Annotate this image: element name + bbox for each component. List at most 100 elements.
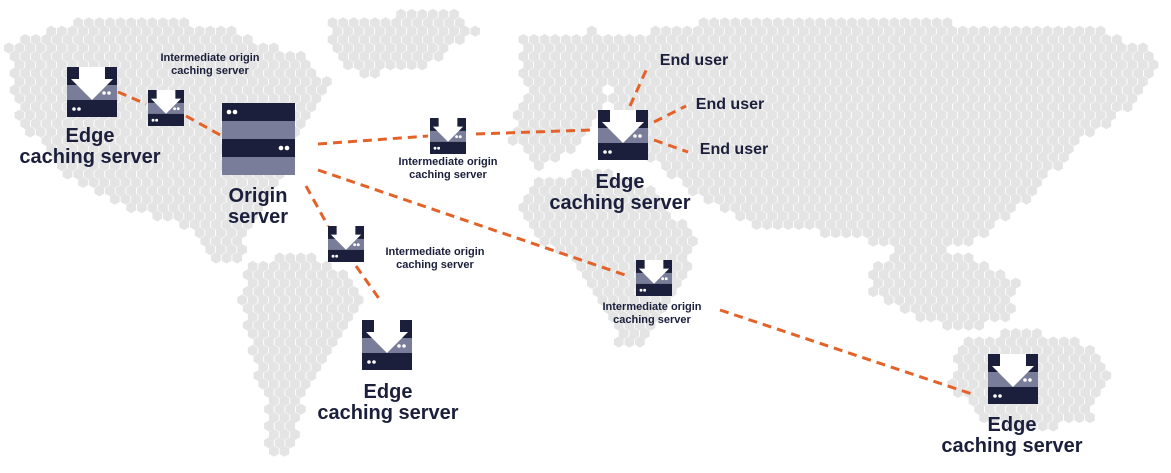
map-hex-cell <box>534 92 544 104</box>
edge-label-line1: Edge <box>595 171 645 193</box>
map-hex-cell <box>343 59 353 71</box>
map-hex-cell <box>857 168 868 180</box>
map-hex-cell <box>46 59 57 71</box>
map-hex-cell <box>327 269 338 281</box>
map-hex-cell <box>1042 143 1053 155</box>
map-hex-cell <box>942 319 953 331</box>
map-hex-cell <box>883 210 894 222</box>
map-hex-cell <box>762 118 772 130</box>
map-hex-cell <box>830 126 841 138</box>
map-hex-cell <box>841 176 852 188</box>
map-hex-cell <box>370 34 380 46</box>
map-hex-cell <box>364 25 375 37</box>
map-hex-cell <box>401 34 412 46</box>
map-hex-cell <box>905 92 915 104</box>
map-hex-cell <box>974 202 984 214</box>
map-hex-cell <box>953 252 963 264</box>
map-hex-cell <box>1016 134 1027 146</box>
map-hex-cell <box>989 59 1000 71</box>
map-hex-cell <box>841 76 852 88</box>
map-hex-cell <box>290 328 300 340</box>
map-hex-cell <box>788 76 799 88</box>
map-hex-cell <box>99 42 110 54</box>
map-hex-cell <box>995 34 1006 46</box>
map-hex-cell <box>921 151 931 163</box>
map-hex-cell <box>1000 160 1011 172</box>
map-hex-cell <box>703 42 714 54</box>
map-hex-cell <box>285 437 295 449</box>
map-hex-cell <box>205 59 216 71</box>
map-hex-cell <box>703 92 714 104</box>
map-hex-cell <box>603 202 613 214</box>
map-hex-cell <box>794 118 804 130</box>
map-hex-cell <box>518 34 529 46</box>
map-hex-cell <box>94 134 105 146</box>
map-hex-cell <box>221 185 232 197</box>
map-hex-cell <box>724 92 735 104</box>
map-hex-cell <box>582 185 592 197</box>
map-hex-cell <box>1069 50 1080 62</box>
map-hex-cell <box>947 176 958 188</box>
map-hex-cell <box>211 151 221 163</box>
map-hex-cell <box>1037 67 1048 79</box>
edge-label-line1: Edge <box>65 125 115 147</box>
map-hex-cell <box>242 202 253 214</box>
map-hex-cell <box>926 227 936 239</box>
map-hex-cell <box>1000 294 1011 306</box>
map-hex-cell <box>1138 59 1148 71</box>
map-hex-cell <box>889 218 900 230</box>
map-hex-cell <box>624 67 635 79</box>
map-hex-cell <box>783 134 794 146</box>
map-hex-cell <box>163 143 173 155</box>
map-hex-cell <box>1085 126 1095 138</box>
map-hex-cell <box>958 378 968 390</box>
map-hex-cell <box>1080 370 1090 382</box>
map-hex-cell <box>1042 160 1053 172</box>
map-hex-cell <box>608 294 618 306</box>
map-hex-cell <box>666 67 677 79</box>
map-hex-cell <box>1006 403 1016 415</box>
map-hex-cell <box>184 143 194 155</box>
map-hex-cell <box>788 92 799 104</box>
map-hex-cell <box>406 59 417 71</box>
map-hex-cell <box>900 269 910 281</box>
map-hex-cell <box>105 34 115 46</box>
map-hex-cell <box>645 101 656 113</box>
map-hex-cell <box>1000 92 1011 104</box>
map-hex-cell <box>931 67 942 79</box>
map-hex-cell <box>900 67 910 79</box>
map-hex-cell <box>1090 353 1101 365</box>
map-hex-cell <box>783 202 794 214</box>
map-hex-cell <box>703 126 714 138</box>
map-hex-cell <box>158 50 168 62</box>
map-hex-cell <box>295 118 306 130</box>
map-hex-cell <box>968 294 979 306</box>
map-hex-cell <box>1037 420 1048 432</box>
map-hex-cell <box>512 126 523 138</box>
map-hex-cell <box>989 76 1000 88</box>
map-hex-cell <box>724 59 735 71</box>
map-hex-cell <box>984 50 995 62</box>
map-hex-cell <box>306 252 317 264</box>
map-hex-cell <box>35 59 46 71</box>
map-hex-cell <box>1133 84 1143 96</box>
map-hex-cell <box>666 50 677 62</box>
map-hex-cell <box>226 210 237 222</box>
map-hex-cell <box>968 92 979 104</box>
map-hex-cell <box>136 101 147 113</box>
map-hex-cell <box>184 210 194 222</box>
edge-label-line1: Edge <box>363 381 413 403</box>
map-hex-cell <box>905 25 915 37</box>
map-hex-cell <box>560 202 571 214</box>
map-hex-cell <box>285 302 295 314</box>
map-hex-cell <box>878 185 889 197</box>
map-hex-cell <box>258 92 269 104</box>
map-hex-cell <box>873 59 883 71</box>
map-hex-cell <box>529 34 539 46</box>
map-hex-cell <box>295 252 306 264</box>
map-hex-cell <box>640 76 650 88</box>
map-hex-cell <box>995 67 1006 79</box>
map-hex-cell <box>618 176 629 188</box>
map-hex-cell <box>862 143 873 155</box>
map-hex-cell <box>582 101 592 113</box>
